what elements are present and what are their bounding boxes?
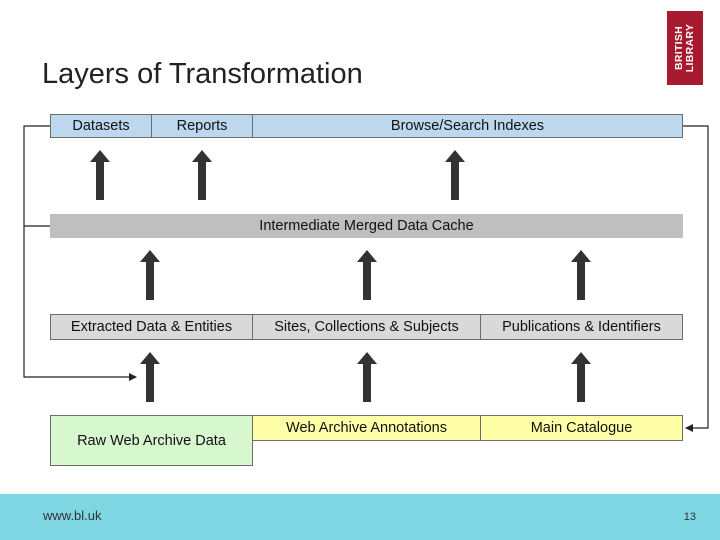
- browse-search-indexes-box: Browse/Search Indexes: [252, 114, 683, 138]
- extracted-data-box: Extracted Data & Entities: [50, 314, 253, 340]
- datasets-box: Datasets: [50, 114, 152, 138]
- arrow-icon: [445, 150, 465, 200]
- feedback-connector-right: [683, 125, 709, 432]
- raw-web-archive-box: Raw Web Archive Data: [50, 415, 253, 466]
- reports-box: Reports: [151, 114, 253, 138]
- arrow-icon: [140, 352, 160, 402]
- arrow-icon: [90, 150, 110, 200]
- arrow-icon: [571, 250, 591, 300]
- arrow-icon: [357, 250, 377, 300]
- arrow-icon: [357, 352, 377, 402]
- arrow-icon: [571, 352, 591, 402]
- intermediate-cache-bar: Intermediate Merged Data Cache: [50, 214, 683, 238]
- main-catalogue-box: Main Catalogue: [480, 415, 683, 441]
- footer-band: www.bl.uk 13: [0, 494, 720, 540]
- arrow-icon: [140, 250, 160, 300]
- web-archive-annotations-box: Web Archive Annotations: [252, 415, 481, 441]
- arrow-icon: [192, 150, 212, 200]
- feedback-connector-left: [23, 125, 137, 381]
- sites-collections-box: Sites, Collections & Subjects: [252, 314, 481, 340]
- slide-title: Layers of Transformation: [42, 58, 363, 90]
- publications-identifiers-box: Publications & Identifiers: [480, 314, 683, 340]
- page-number: 13: [683, 511, 696, 523]
- footer-url[interactable]: www.bl.uk: [43, 508, 102, 523]
